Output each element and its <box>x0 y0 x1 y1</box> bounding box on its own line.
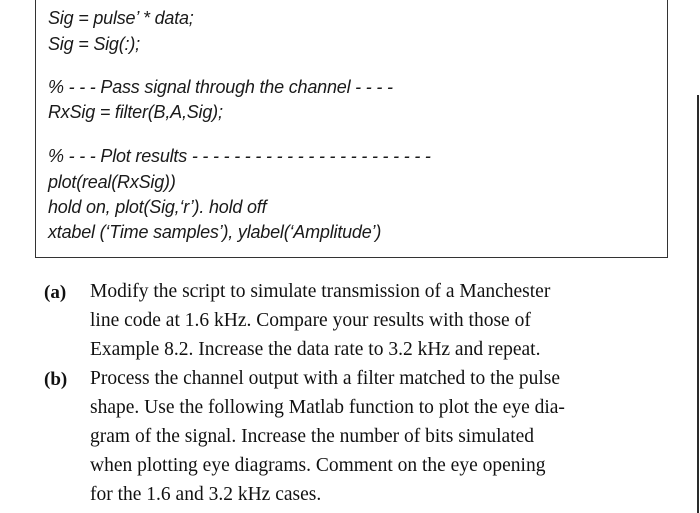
code-comment-plot: % - - - Plot results - - - - - - - - - -… <box>48 146 431 166</box>
code-line-labels: xtabel (‘Time samples’), ylabel(‘Amplitu… <box>48 222 382 242</box>
code-listing-box <box>35 0 668 258</box>
question-b-line-5: for the 1.6 and 3.2 kHz cases. <box>90 484 322 505</box>
code-line-plot: plot(real(RxSig)) <box>48 172 176 192</box>
question-a-line-3: Example 8.2. Increase the data rate to 3… <box>90 339 541 360</box>
question-b-line-2: shape. Use the following Matlab function… <box>90 397 565 418</box>
question-b-line-3: gram of the signal. Increase the number … <box>90 426 535 447</box>
code-comment-channel: % - - - Pass signal through the channel … <box>48 77 393 97</box>
code-line-2: Sig = Sig(:); <box>48 34 140 54</box>
question-a-label: (a) <box>44 282 67 303</box>
question-b-line-1: Process the channel output with a filter… <box>90 368 561 389</box>
code-line-1: Sig = pulse’ * data; <box>48 8 194 28</box>
code-line-hold: hold on, plot(Sig,‘r’). hold off <box>48 197 267 217</box>
question-a-line-2: line code at 1.6 kHz. Compare your resul… <box>90 310 531 331</box>
question-a-line-1: Modify the script to simulate transmissi… <box>90 281 551 302</box>
code-line-filter: RxSig = filter(B,A,Sig); <box>48 102 223 122</box>
question-b-line-4: when plotting eye diagrams. Comment on t… <box>90 455 546 476</box>
question-b-label: (b) <box>44 369 68 390</box>
page-edge-rule <box>697 95 699 513</box>
